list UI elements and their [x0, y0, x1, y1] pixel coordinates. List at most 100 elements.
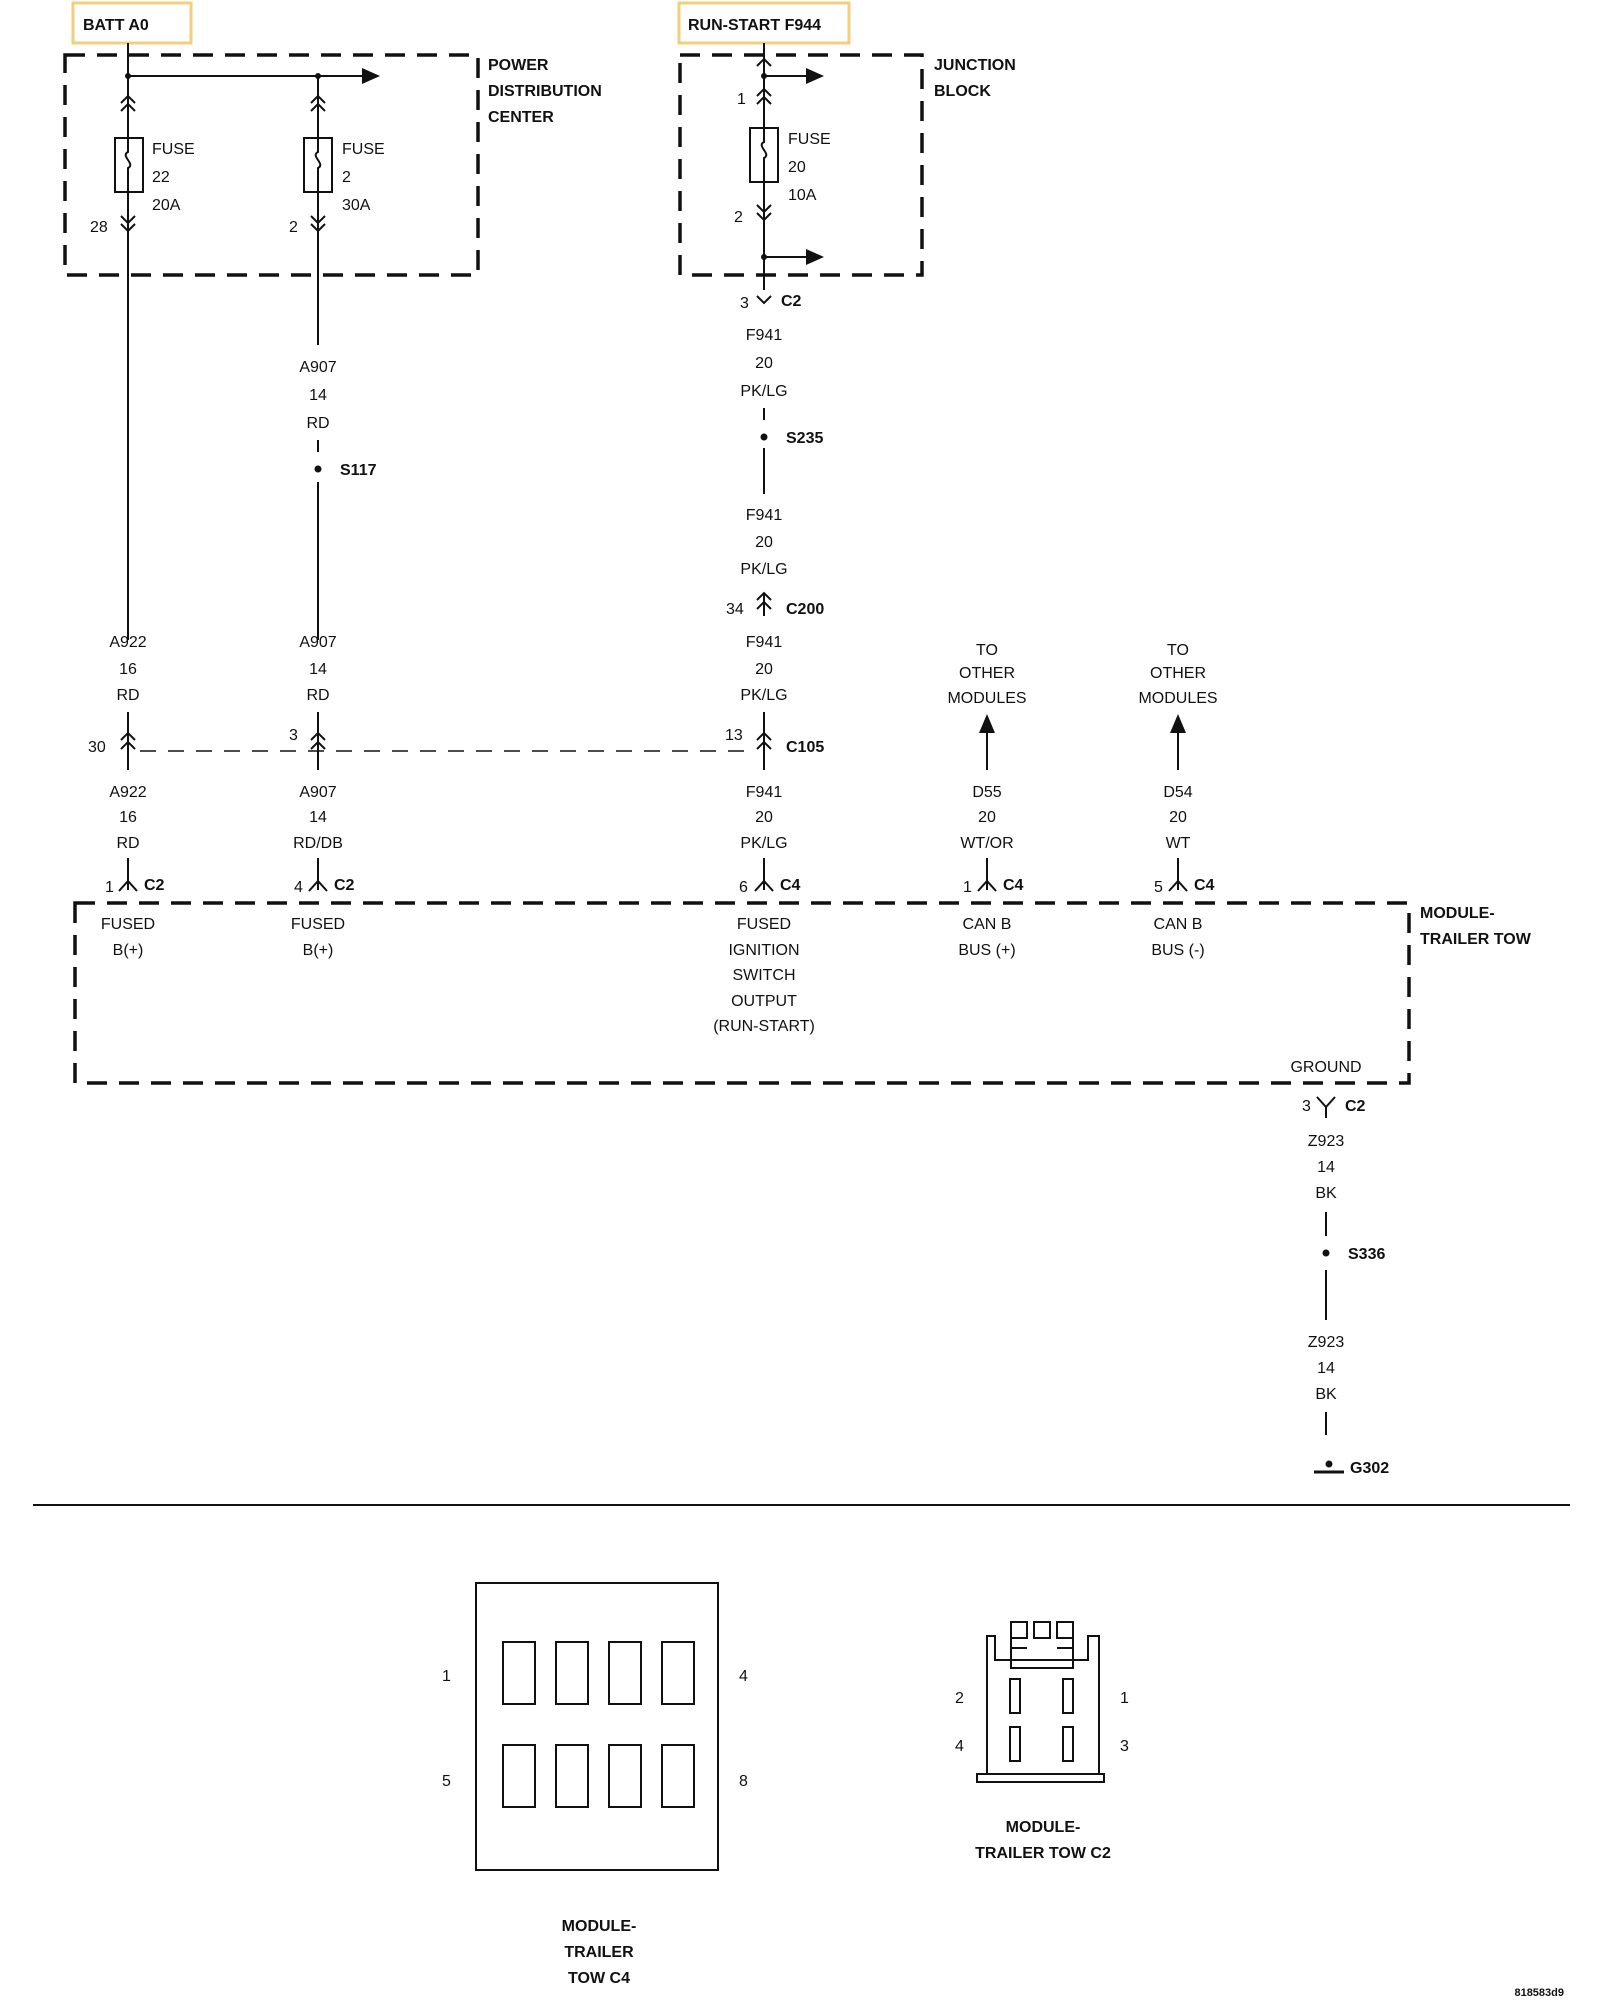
svg-text:6: 6	[739, 879, 748, 896]
svg-text:TRAILER TOW: TRAILER TOW	[1420, 931, 1532, 948]
jb-title-1: JUNCTION	[934, 57, 1016, 74]
batt-tag: BATT A0	[83, 17, 149, 34]
wire-a907-upper: A907 14 RD S117	[299, 359, 377, 640]
svg-text:PK/LG: PK/LG	[740, 835, 787, 852]
svg-text:MODULES: MODULES	[1138, 690, 1217, 707]
svg-text:CAN B: CAN B	[963, 916, 1012, 933]
pdc-title-1: POWER	[488, 57, 549, 74]
jb-out-pin: 3	[740, 295, 749, 312]
module-pin-1-c4-icon	[977, 879, 997, 892]
svg-text:1: 1	[1120, 1690, 1129, 1707]
svg-text:D54: D54	[1163, 784, 1192, 801]
fuse-2-pin: 2	[289, 219, 298, 236]
connector-view-c4: 1 4 5 8 MODULE- TRAILER TOW C4	[442, 1582, 748, 1987]
svg-text:16: 16	[119, 809, 137, 826]
svg-text:3: 3	[1302, 1098, 1311, 1115]
svg-text:CAN B: CAN B	[1154, 916, 1203, 933]
c105-pin-a907: 3	[289, 727, 298, 744]
svg-text:OUTPUT: OUTPUT	[731, 993, 797, 1010]
svg-text:4: 4	[955, 1738, 964, 1755]
to-other-modules-d55: TO OTHER MODULES	[947, 642, 1027, 770]
module-pin-4-c2-icon	[308, 879, 328, 892]
wire-f941-upper: F941 20 PK/LG S235 F941 20 PK/LG 34 C200…	[726, 327, 824, 704]
ground-path: 3 C2 Z923 14 BK S336 Z923 14 BK G302	[1302, 1096, 1389, 1477]
splice-s235: S235	[786, 430, 823, 447]
svg-text:TO: TO	[1167, 642, 1189, 659]
svg-text:FUSED: FUSED	[101, 916, 155, 933]
c200-name: C200	[786, 601, 824, 618]
svg-text:20: 20	[755, 661, 773, 678]
svg-text:F941: F941	[746, 634, 783, 651]
c105-name: C105	[786, 739, 824, 756]
c200-pin: 34	[726, 601, 744, 618]
svg-text:C2: C2	[334, 877, 355, 894]
svg-text:C4: C4	[1194, 877, 1215, 894]
svg-text:8: 8	[739, 1773, 748, 1790]
svg-text:TRAILER TOW C2: TRAILER TOW C2	[975, 1845, 1111, 1862]
module-pin-5-c4-icon	[1168, 879, 1188, 892]
jb-out-connector: C2	[781, 293, 802, 310]
pdc-title-3: CENTER	[488, 109, 554, 126]
svg-text:IGNITION: IGNITION	[728, 942, 799, 959]
splice-s336-dot	[1322, 1249, 1330, 1257]
jb-title-2: BLOCK	[934, 83, 991, 100]
c105-pin-a922: 30	[88, 739, 106, 756]
fuse-22-rating: 20A	[152, 197, 181, 214]
svg-text:Z923: Z923	[1308, 1334, 1345, 1351]
svg-text:F941: F941	[746, 507, 783, 524]
wire-labels-below-c105: A922 16 RD A907 14 RD/DB F941 20 PK/LG D…	[109, 784, 1192, 852]
svg-text:TRAILER: TRAILER	[564, 1944, 634, 1961]
jb-pin-out: 2	[734, 209, 743, 226]
svg-text:3: 3	[1120, 1738, 1129, 1755]
svg-text:C4: C4	[1003, 877, 1024, 894]
svg-text:F941: F941	[746, 327, 783, 344]
svg-text:OTHER: OTHER	[959, 665, 1015, 682]
fuse-22-label: FUSE	[152, 141, 195, 158]
svg-text:C2: C2	[144, 877, 165, 894]
svg-text:1: 1	[963, 879, 972, 896]
svg-text:B(+): B(+)	[113, 942, 144, 959]
junction-block: FUSE 20 10A 1 2 JUNCTION BLOCK	[678, 43, 1016, 305]
splice-s336: S336	[1348, 1246, 1385, 1263]
svg-text:20: 20	[978, 809, 996, 826]
figure-id: 818583d9	[1514, 1987, 1564, 1999]
svg-text:RD: RD	[116, 835, 139, 852]
svg-text:RD/DB: RD/DB	[293, 835, 343, 852]
fuse-2-number: 2	[342, 169, 351, 186]
svg-text:2: 2	[955, 1690, 964, 1707]
svg-text:BUS (+): BUS (+)	[958, 942, 1015, 959]
svg-text:Z923: Z923	[1308, 1133, 1345, 1150]
svg-text:MODULE-: MODULE-	[1006, 1819, 1081, 1836]
svg-text:20: 20	[755, 534, 773, 551]
svg-text:GROUND: GROUND	[1290, 1059, 1361, 1076]
svg-text:RD: RD	[306, 415, 329, 432]
svg-text:5: 5	[442, 1773, 451, 1790]
svg-text:TO: TO	[976, 642, 998, 659]
svg-text:14: 14	[309, 387, 327, 404]
fuse-20-number: 20	[788, 159, 806, 176]
svg-text:MODULE-: MODULE-	[562, 1918, 637, 1935]
c105-pin-f941: 13	[725, 727, 743, 744]
svg-text:16: 16	[119, 661, 137, 678]
svg-text:OTHER: OTHER	[1150, 665, 1206, 682]
svg-text:D55: D55	[972, 784, 1001, 801]
pdc-title-2: DISTRIBUTION	[488, 83, 602, 100]
svg-text:4: 4	[294, 879, 303, 896]
fuse-2-rating: 30A	[342, 197, 371, 214]
connector-c105: 30 3 13 C105	[88, 712, 824, 770]
svg-text:SWITCH: SWITCH	[732, 967, 795, 984]
batt-tag-box	[71, 1, 193, 45]
svg-text:BK: BK	[1315, 1185, 1337, 1202]
svg-text:5: 5	[1154, 879, 1163, 896]
arrow-up-icon	[1170, 714, 1186, 733]
svg-text:A907: A907	[299, 634, 336, 651]
wire-labels-above-c105: A922 16 RD A907 14 RD	[109, 634, 336, 704]
svg-text:(RUN-START): (RUN-START)	[713, 1018, 815, 1035]
svg-text:F941: F941	[746, 784, 783, 801]
svg-text:1: 1	[442, 1668, 451, 1685]
svg-text:FUSED: FUSED	[291, 916, 345, 933]
ground-g302: G302	[1350, 1460, 1389, 1477]
svg-text:PK/LG: PK/LG	[740, 383, 787, 400]
fuse-20-label: FUSE	[788, 131, 831, 148]
fuse-2-label: FUSE	[342, 141, 385, 158]
